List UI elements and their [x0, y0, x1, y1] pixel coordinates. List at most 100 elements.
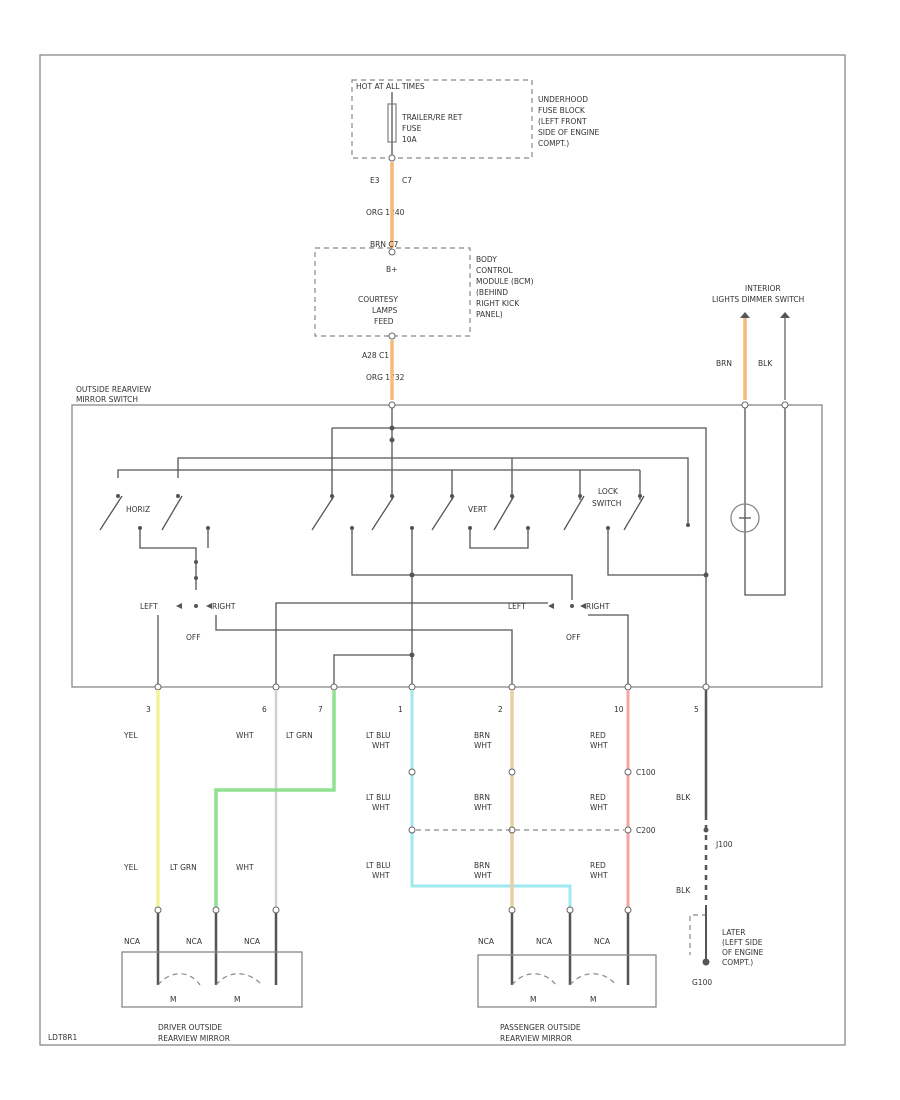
diagram-frame — [39, 54, 846, 1046]
connector-c200: C200 — [636, 826, 656, 835]
svg-text:M: M — [234, 995, 240, 1004]
fuse-loc-5: COMPT.) — [538, 139, 569, 148]
bcm-loc-6: PANEL) — [476, 310, 503, 319]
ground-name: G100 — [692, 978, 712, 987]
bcm-label-3: LAMPS — [372, 306, 397, 315]
dimmer-title-1: INTERIOR — [745, 284, 781, 293]
mirror-switch-title-1: OUTSIDE REARVIEW — [76, 385, 152, 394]
mirror-switch: OUTSIDE REARVIEW MIRROR SWITCH — [71, 385, 823, 691]
driver-pin-a: NCA — [124, 937, 141, 946]
label-red-3b: WHT — [590, 871, 608, 880]
fuse-block: HOT AT ALL TIMES TRAILER/RE RET FUSE 10A… — [351, 79, 599, 217]
fuse-label-3: 10A — [402, 135, 418, 144]
connector-c100: C100 — [636, 768, 656, 777]
label-ltblu-1a: LT BLU — [366, 731, 391, 740]
fuse-wire-label: ORG 1240 — [366, 208, 405, 217]
fuse-loc-3: (LEFT FRONT — [538, 117, 587, 126]
bcm-loc-1: BODY — [476, 255, 497, 264]
label-ltgrn-2: LT GRN — [170, 863, 197, 872]
label-brn-1a: BRN — [474, 731, 490, 740]
passenger-mirror: NCA NCA NCA M M PASSENGER OUTSIDE REARVI… — [477, 906, 657, 1043]
pin-wht: 6 — [262, 705, 267, 714]
label-ltblu-3b: WHT — [372, 871, 390, 880]
bcm-label-2: COURTESY — [358, 295, 398, 304]
mirror-switch-title-2: MIRROR SWITCH — [76, 395, 138, 404]
bcm-label-1: B+ — [386, 265, 397, 274]
passenger-pin-b: NCA — [536, 937, 553, 946]
label-right-2: RIGHT — [586, 602, 610, 611]
fuse-loc-1: UNDERHOOD — [538, 95, 588, 104]
label-brn-2a: BRN — [474, 793, 490, 802]
label-ltgrn-1: LT GRN — [286, 731, 313, 740]
label-switch: SWITCH — [592, 499, 621, 508]
bcm-pin-bottom: A28 C1 — [362, 351, 389, 360]
bcm-loc-3: MODULE (BCM) — [476, 277, 534, 286]
bcm-wire-label: ORG 1732 — [366, 373, 405, 382]
label-brn-2b: WHT — [474, 803, 492, 812]
dimmer-switch-feed: INTERIOR LIGHTS DIMMER SWITCH BRN BLK — [712, 284, 804, 400]
label-left-2: LEFT — [508, 602, 526, 611]
passenger-mirror-title-1: PASSENGER OUTSIDE — [500, 1023, 581, 1032]
label-left: LEFT — [140, 602, 158, 611]
dimmer-title-2: LIGHTS DIMMER SWITCH — [712, 295, 804, 304]
ground-label-1: LATER — [722, 928, 745, 937]
label-vert: VERT — [468, 505, 488, 514]
wire-ltgrn — [214, 690, 336, 908]
dimmer-wire-brn: BRN — [716, 359, 732, 368]
label-brn-3b: WHT — [474, 871, 492, 880]
label-yel-2: YEL — [123, 863, 138, 872]
label-brn-1b: WHT — [474, 741, 492, 750]
svg-text:M: M — [530, 995, 536, 1004]
label-ltblu-3a: LT BLU — [366, 861, 391, 870]
pin-blk: 5 — [694, 705, 699, 714]
label-red-2b: WHT — [590, 803, 608, 812]
pin-ltgrn: 7 — [318, 705, 323, 714]
label-yel-1: YEL — [123, 731, 138, 740]
bcm-label-4: FEED — [374, 317, 394, 326]
fuse-loc-4: SIDE OF ENGINE — [538, 128, 599, 137]
pin-ltblu: 1 — [398, 705, 403, 714]
pin-brn: 2 — [498, 705, 503, 714]
ground-g100: LATER (LEFT SIDE OF ENGINE COMPT.) G100 — [689, 905, 764, 987]
driver-mirror-title-1: DRIVER OUTSIDE — [158, 1023, 222, 1032]
passenger-pin-a: NCA — [478, 937, 495, 946]
diagram-id: LDT8R1 — [48, 1033, 78, 1042]
fuse-loc-2: FUSE BLOCK — [538, 106, 586, 115]
label-wht-2: WHT — [236, 863, 254, 872]
driver-pin-c: NCA — [244, 937, 261, 946]
connector-j100: J100 — [715, 840, 733, 849]
label-wht-1: WHT — [236, 731, 254, 740]
label-red-2a: RED — [590, 793, 606, 802]
label-ltblu-1b: WHT — [372, 741, 390, 750]
fuse-label-2: FUSE — [402, 124, 422, 133]
label-off: OFF — [186, 633, 201, 642]
bcm: BRN C7 B+ COURTESY LAMPS FEED BODY CONTR… — [314, 240, 534, 382]
wire-ltblu — [410, 690, 572, 908]
label-off-2: OFF — [566, 633, 581, 642]
label-blk-1: BLK — [676, 793, 691, 802]
label-right: RIGHT — [212, 602, 236, 611]
label-lock: LOCK — [598, 487, 619, 496]
driver-pin-b: NCA — [186, 937, 203, 946]
passenger-mirror-title-2: REARVIEW MIRROR — [500, 1034, 572, 1043]
passenger-pin-c: NCA — [594, 937, 611, 946]
label-ltblu-2a: LT BLU — [366, 793, 391, 802]
label-red-1a: RED — [590, 731, 606, 740]
fuse-pin-left: E3 — [370, 176, 380, 185]
ground-label-4: COMPT.) — [722, 958, 753, 967]
ground-label-2: (LEFT SIDE — [722, 938, 763, 947]
label-red-1b: WHT — [590, 741, 608, 750]
pin-yel: 3 — [146, 705, 151, 714]
bcm-loc-5: RIGHT KICK — [476, 299, 520, 308]
label-ltblu-2b: WHT — [372, 803, 390, 812]
label-blk-2: BLK — [676, 886, 691, 895]
label-horiz: HORIZ — [126, 505, 150, 514]
bcm-loc-4: (BEHIND — [476, 288, 508, 297]
svg-text:M: M — [170, 995, 176, 1004]
label-brn-3a: BRN — [474, 861, 490, 870]
pin-red: 10 — [614, 705, 624, 714]
label-red-3a: RED — [590, 861, 606, 870]
fuse-label-1: TRAILER/RE RET — [401, 113, 463, 122]
fuse-pin-right: C7 — [402, 176, 412, 185]
